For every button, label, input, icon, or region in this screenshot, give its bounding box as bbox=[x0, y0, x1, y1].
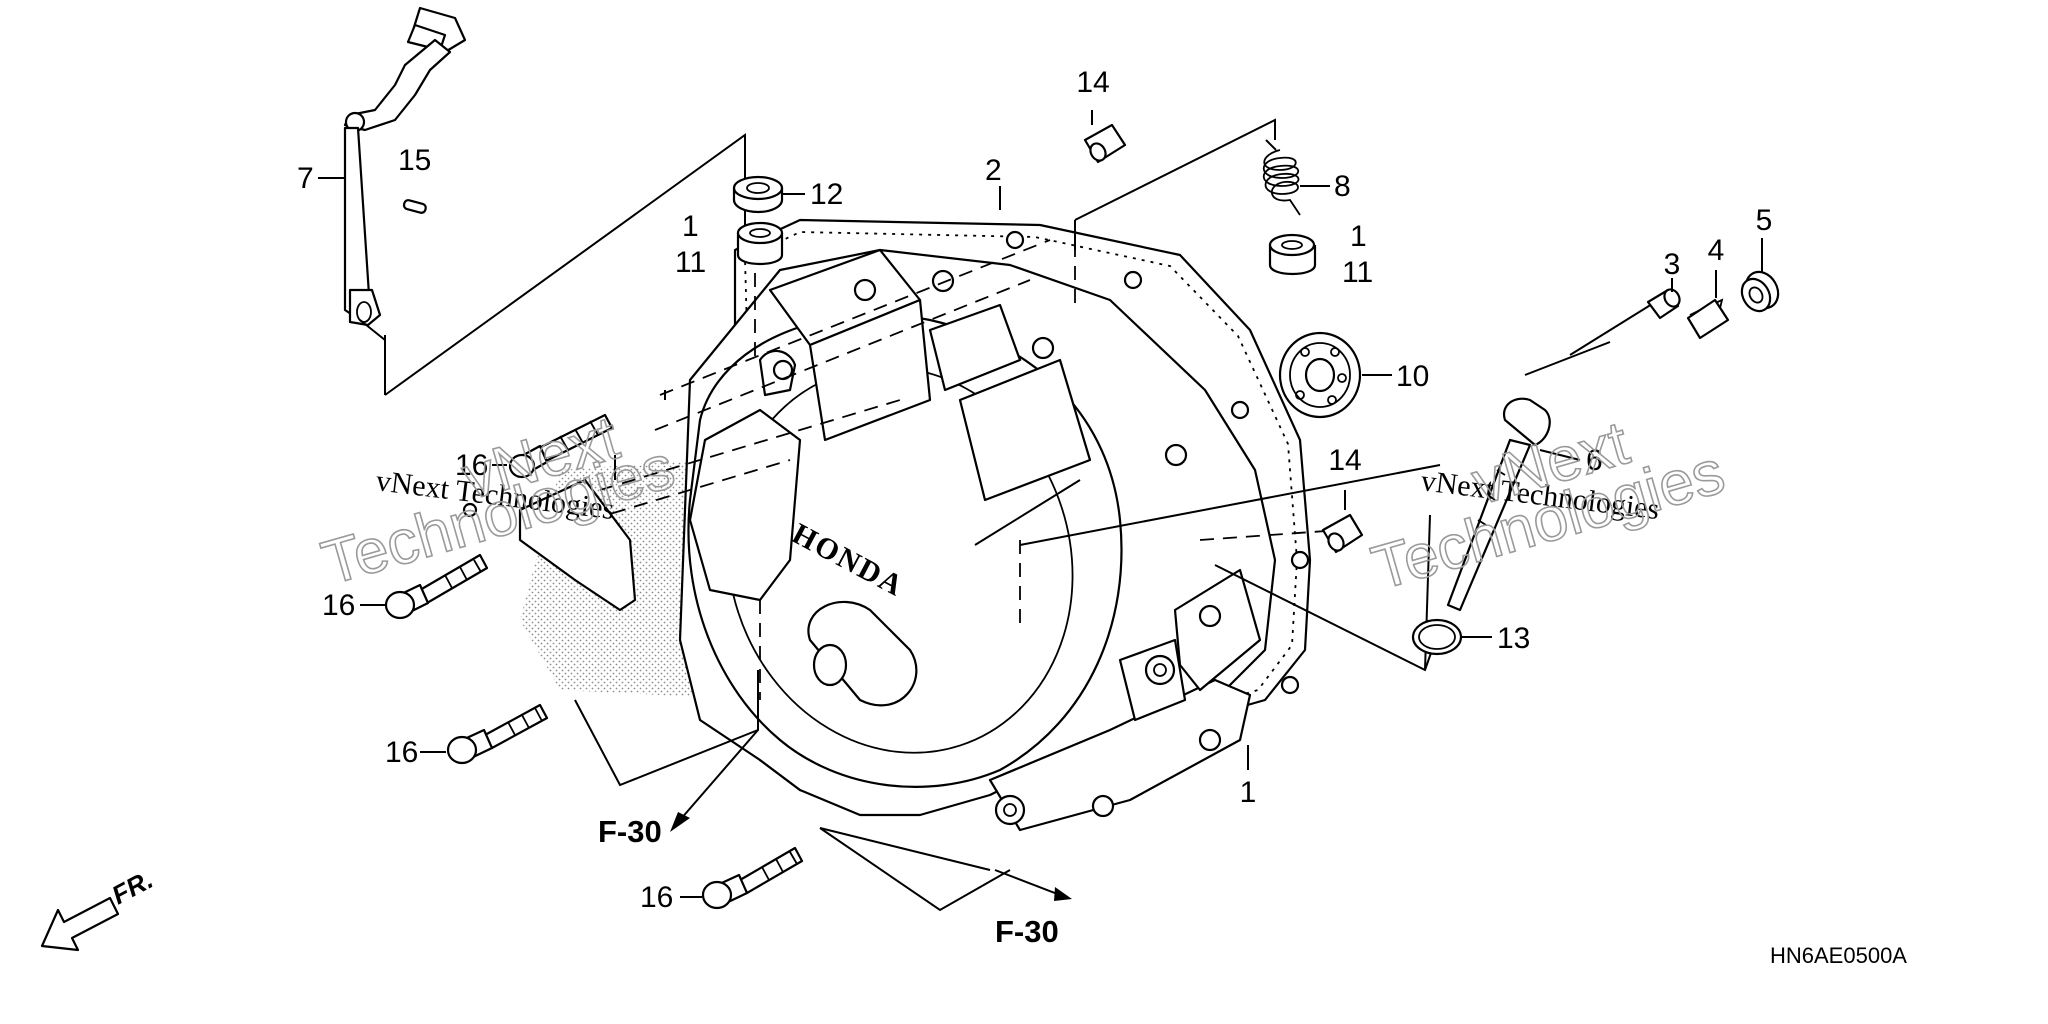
part-11-bushing-left bbox=[736, 221, 784, 265]
part-16-bolt-a bbox=[508, 413, 614, 479]
crankcase-cover: HONDA bbox=[678, 248, 1277, 832]
part-4-spring bbox=[1686, 298, 1730, 340]
callout-12: 12 bbox=[810, 178, 843, 211]
callout-16-c: 16 bbox=[385, 736, 418, 769]
part-15-pin bbox=[402, 199, 427, 214]
callout-16-d: 16 bbox=[640, 881, 673, 914]
part-13-o-ring bbox=[1411, 618, 1463, 656]
callout-15: 15 bbox=[398, 144, 431, 177]
part-3-bolt bbox=[1646, 288, 1681, 320]
callout-10: 10 bbox=[1396, 360, 1429, 393]
front-direction-label: FR. bbox=[107, 864, 158, 910]
callout-1-bottom: 1 bbox=[1240, 776, 1257, 809]
gasket-bolt-holes bbox=[1005, 230, 1310, 695]
drawing-code: HN6AE0500A bbox=[1770, 943, 1907, 968]
callout-7: 7 bbox=[297, 162, 314, 195]
callout-14-top: 14 bbox=[1076, 66, 1109, 99]
callout-numbers: 7 15 12 1 11 2 14 8 1 11 10 3 4 5 6 14 1… bbox=[297, 66, 1772, 914]
bracket-lines bbox=[384, 118, 1666, 912]
part-6-dipstick bbox=[1446, 397, 1551, 612]
assembly-dashed-lines bbox=[589, 220, 1341, 700]
part-16-bolt-c bbox=[446, 703, 549, 765]
part-14-dowel-top bbox=[1083, 123, 1127, 164]
callout-8: 8 bbox=[1334, 170, 1351, 203]
part-8-spring bbox=[1262, 139, 1301, 216]
part-9-washer bbox=[462, 502, 478, 518]
part-14-dowel-right bbox=[1321, 513, 1364, 554]
callout-1-left: 1 bbox=[682, 210, 699, 243]
part-11-bushing-right bbox=[1268, 233, 1317, 275]
callout-1-right: 1 bbox=[1350, 220, 1367, 253]
callout-14-right: 14 bbox=[1328, 444, 1361, 477]
callout-6: 6 bbox=[1586, 444, 1603, 477]
callout-3: 3 bbox=[1664, 248, 1681, 281]
f30-arrow-right bbox=[994, 869, 1072, 901]
bracket-plate bbox=[518, 478, 637, 612]
f30-arrow-left bbox=[670, 729, 759, 832]
part-12-oil-seal bbox=[732, 175, 784, 214]
part-5-plug bbox=[1740, 270, 1780, 313]
reference-f30-left: F-30 bbox=[598, 814, 662, 849]
callout-13: 13 bbox=[1497, 622, 1530, 655]
leader-lines bbox=[318, 110, 1763, 898]
part-10-bearing bbox=[1278, 331, 1362, 419]
part-16-bolt-b bbox=[384, 553, 489, 620]
part-16-bolt-d bbox=[701, 846, 804, 910]
front-direction-arrow: FR. bbox=[40, 864, 158, 952]
part-7-lever bbox=[343, 6, 467, 341]
callout-2: 2 bbox=[985, 154, 1002, 187]
reference-f30-right: F-30 bbox=[995, 914, 1059, 949]
callout-16-a: 16 bbox=[455, 449, 488, 482]
callout-16-b: 16 bbox=[322, 589, 355, 622]
callout-4: 4 bbox=[1708, 234, 1725, 267]
watermark-right: vNext Technologies vNext Technologies bbox=[1364, 408, 1733, 605]
callout-5: 5 bbox=[1756, 204, 1773, 237]
callout-11-left: 11 bbox=[675, 246, 706, 279]
callout-11-right: 11 bbox=[1342, 256, 1373, 289]
